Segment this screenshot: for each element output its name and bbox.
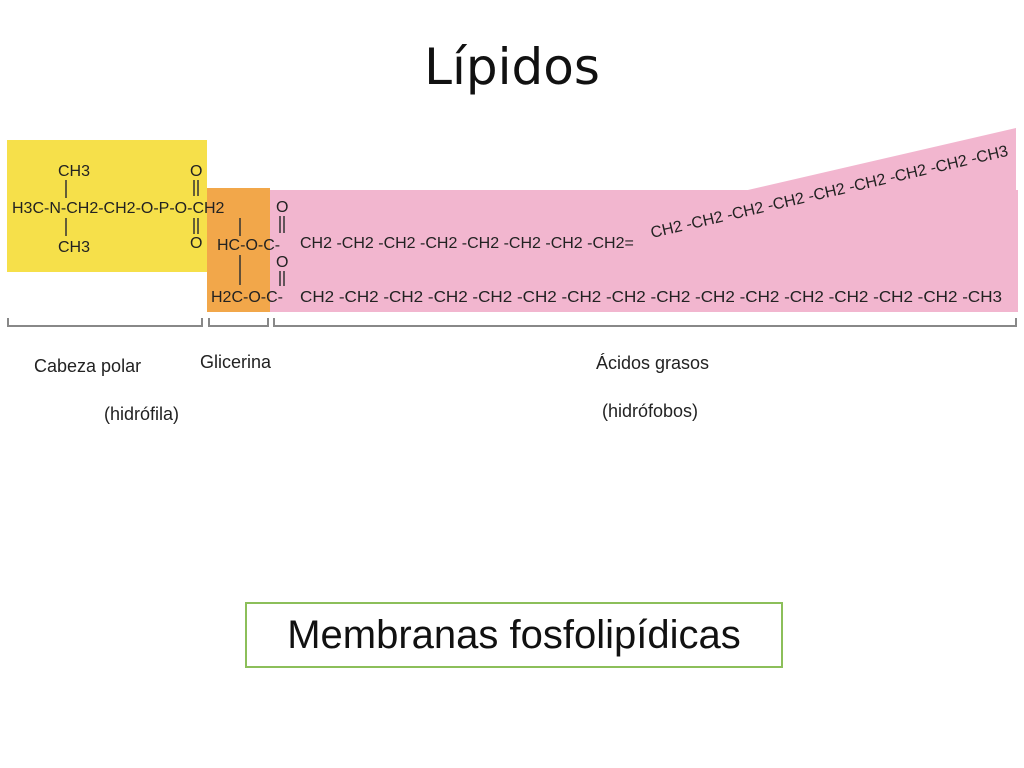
- page-title: Lípidos: [424, 38, 600, 96]
- fatty-acid-upper-chain: CH2 -CH2 -CH2 -CH2 -CH2 -CH2 -CH2 -CH2=: [300, 235, 634, 252]
- fatty-acid-lower-chain: CH2 -CH2 -CH2 -CH2 -CH2 -CH2 -CH2 -CH2 -…: [300, 289, 1002, 306]
- head-ch3-bottom: CH3: [58, 239, 90, 256]
- carbonyl-o-upper: O: [276, 199, 288, 216]
- label-glycerol: Glicerina: [200, 352, 272, 372]
- head-o-bottom: O: [190, 235, 202, 252]
- fatty-acid-branch-region: [618, 128, 1016, 236]
- fatty-acid-region: [268, 190, 1018, 312]
- phospholipid-diagram: CH3 O H3C-N-CH2-CH2-O-P-O-CH2 CH3 O HC-O…: [7, 128, 1018, 424]
- polar-head-region: [7, 140, 207, 272]
- bracket-glycerol: [208, 318, 269, 327]
- glycerol-bottom-group: H2C-O-C-: [211, 289, 283, 306]
- carbonyl-o-lower: O: [276, 254, 288, 271]
- head-o-top: O: [190, 163, 202, 180]
- label-tails: Ácidos grasos: [596, 353, 709, 373]
- bracket-tails: [273, 318, 1017, 327]
- glycerol-middle-group: HC-O-C-: [217, 237, 280, 254]
- glycerol-region: [207, 188, 270, 312]
- head-main-chain: H3C-N-CH2-CH2-O-P-O-CH2: [12, 200, 225, 217]
- label-head: Cabeza polar: [34, 356, 141, 376]
- label-head-sub: (hidrófila): [104, 404, 179, 424]
- bracket-head: [7, 318, 203, 327]
- label-tails-sub: (hidrófobos): [602, 401, 698, 421]
- caption-box: Membranas fosfolipídicas: [245, 602, 783, 668]
- head-ch3-top: CH3: [58, 163, 90, 180]
- caption-text: Membranas fosfolipídicas: [287, 612, 741, 657]
